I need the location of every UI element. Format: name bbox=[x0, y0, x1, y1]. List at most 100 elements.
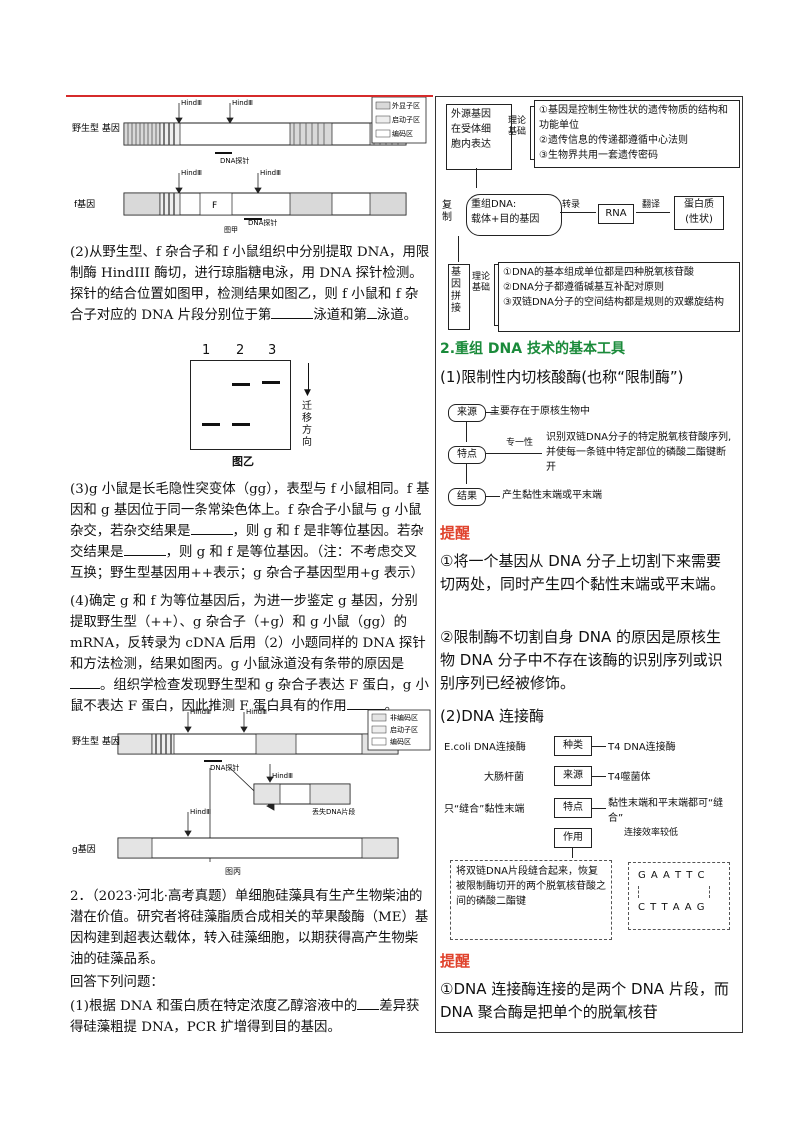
top-strand: G A A T T C bbox=[638, 870, 706, 881]
probe-label: DNA探针 bbox=[248, 218, 277, 227]
central-dogma-diagram: 外源基因 在受体细 胞内表达 理论 基础 ①基因是控制生物性状的遗传物质的结构和… bbox=[438, 96, 740, 336]
problem-2-head: 2．（2023·河北·高考真题）单细胞硅藻具有生产生物柴油的潜在价值。研究者将硅… bbox=[70, 889, 429, 967]
legend-item: 编码区 bbox=[390, 737, 411, 746]
probe-label: DNA探针 bbox=[210, 763, 239, 772]
connector bbox=[486, 412, 498, 413]
wild-gene-label: 野生型 基因 bbox=[72, 122, 120, 134]
question-3: (3)g 小鼠是长毛隐性突变体（gg），表型与 f 小鼠相同。f 基因和 g 基… bbox=[70, 482, 430, 581]
transcribe-label: 转录 bbox=[562, 200, 581, 210]
theory-label: 理论 基础 bbox=[508, 116, 527, 137]
rna-box: RNA bbox=[598, 204, 634, 224]
section-2-2: (2)DNA 连接酶 bbox=[440, 707, 545, 725]
probe-label: DNA探针 bbox=[220, 156, 249, 165]
tip-label: 提醒 bbox=[440, 524, 471, 542]
base-pairing bbox=[638, 886, 710, 898]
use-node: 作用 bbox=[554, 828, 592, 848]
tip-2: ①DNA 连接酶连接的是两个 DNA 片段，而 DNA 聚合酶是把单个的脱氧核苷 bbox=[440, 980, 729, 1021]
legend-item: 编码区 bbox=[392, 129, 413, 138]
section-2-1: (1)限制性内切核酸酶(也称“限制酶”) bbox=[440, 368, 684, 386]
f-box-label: F bbox=[212, 201, 217, 211]
ecoli-trait: 只“缝合”黏性末端 bbox=[444, 804, 525, 815]
t4-ligase: T4 DNA连接酶 bbox=[608, 742, 676, 753]
tip-1a: ①将一个基因从 DNA 分子上切割下来需要切两处，同时产生四个黏性末端或平末端。 bbox=[440, 552, 726, 593]
g-gene-label: g基因 bbox=[72, 843, 96, 855]
copy-label: 复 制 bbox=[442, 200, 452, 223]
lane-label: 2 bbox=[236, 343, 245, 358]
figure-a: HindⅢ HindⅢ DNA探针 野生型 基因 F f基因 HindⅢ Hin… bbox=[72, 97, 427, 234]
use-text: 将双链DNA片段缝合起来，恢复被限制酶切开的两个脱氧核苷酸之间的磷酸二酯键 bbox=[450, 860, 612, 940]
arrow-label: 迁 移 方 向 bbox=[302, 401, 312, 448]
connector bbox=[476, 168, 477, 188]
restriction-enzyme-diagram: 来源 主要存在于原核生物中 特点 专一性 识别双链DNA分子的特定脱氧核苷酸序列… bbox=[438, 398, 738, 518]
figure-a-caption: 图甲 bbox=[224, 226, 238, 234]
arrow bbox=[636, 212, 670, 213]
figure-a-legend: 外显子区 启动子区 编码区 bbox=[371, 97, 427, 144]
legend-item: 启动子区 bbox=[392, 115, 420, 124]
figure-c-legend: 非编码区 启动子区 编码区 bbox=[367, 709, 431, 751]
result-text: 产生黏性末端或平末端 bbox=[502, 490, 602, 501]
result-node: 结果 bbox=[448, 488, 486, 506]
band bbox=[202, 423, 220, 426]
ecoli-ligase: E.coli DNA连接酶 bbox=[444, 742, 526, 753]
lost-fragment-label: 丢失DNA片段 bbox=[312, 807, 355, 816]
source-node: 来源 bbox=[448, 404, 486, 422]
band bbox=[232, 383, 250, 386]
hind-label: HindⅢ bbox=[232, 99, 253, 107]
figure-b: 1 2 3 ▼ 迁 移 方 向 图乙 bbox=[188, 343, 338, 475]
source-text: 主要存在于原核生物中 bbox=[490, 406, 590, 417]
t4-trait: 黏性末端和平末端都可“缝合” bbox=[608, 798, 724, 824]
figure-c-caption: 图丙 bbox=[225, 867, 241, 876]
trait-node: 特点 bbox=[448, 446, 486, 464]
kind-node: 种类 bbox=[554, 736, 592, 756]
hind-label: HindⅢ bbox=[246, 708, 267, 716]
figure-b-caption: 图乙 bbox=[232, 455, 254, 468]
theory-item: ③生物界共用一套遗传密码 bbox=[539, 150, 658, 161]
lane-label: 3 bbox=[268, 343, 277, 358]
ligation-illustration bbox=[628, 862, 730, 930]
protein-box: 蛋白质 (性状) bbox=[674, 196, 724, 230]
legend-item: 启动子区 bbox=[390, 725, 418, 734]
tip-2-label: 提醒 bbox=[440, 952, 471, 970]
f-gene-label: f基因 bbox=[74, 198, 95, 210]
trait-text: 识别双链DNA分子的特定脱氧核苷酸序列,并使每一条链中特定部位的磷酸二酯键断开 bbox=[546, 432, 732, 473]
arrow bbox=[560, 212, 596, 213]
recombinant-dna-box: 重组DNA: 载体+目的基因 bbox=[466, 194, 562, 236]
connector bbox=[572, 848, 573, 858]
header-rule bbox=[66, 95, 433, 97]
connector bbox=[486, 453, 542, 454]
arrow bbox=[592, 776, 606, 777]
theory-item: ①DNA的基本组成单位都是四种脱氧核苷酸 bbox=[503, 267, 694, 278]
bracket bbox=[494, 264, 499, 326]
section-2-title: 2.重组 DNA 技术的基本工具 bbox=[440, 341, 625, 357]
band bbox=[262, 381, 280, 384]
hind-label: HindⅢ bbox=[272, 772, 293, 780]
theory-item: ③双链DNA分子的空间结构都是规则的双螺旋结构 bbox=[503, 297, 724, 308]
bracket bbox=[530, 106, 535, 160]
legend-item: 外显子区 bbox=[392, 101, 420, 110]
theory-list-2: ①DNA的基本组成单位都是四种脱氧核苷酸 ②DNA分子都遵循碱基互补配对原则 ③… bbox=[498, 262, 740, 332]
lane-label: 1 bbox=[202, 343, 211, 358]
trait-node: 特点 bbox=[554, 798, 592, 818]
f-gene-bar: F bbox=[123, 192, 407, 216]
theory-label: 理论 基础 bbox=[472, 272, 491, 293]
theory-item: ②DNA分子都遵循碱基互补配对原则 bbox=[503, 282, 664, 293]
question-2: (2)从野生型、f 杂合子和 f 小鼠组织中分别提取 DNA，用限制酶 Hind… bbox=[70, 245, 430, 323]
t4-source: T4噬菌体 bbox=[608, 772, 651, 783]
theory-item: ②遗传信息的传递都遵循中心法则 bbox=[539, 135, 688, 146]
knowledge-panel bbox=[435, 96, 743, 1033]
hind-label: HindⅢ bbox=[181, 99, 202, 107]
hind-label: HindⅢ bbox=[190, 808, 211, 816]
problem-2-q1: (1)根据 DNA 和蛋白质在特定浓度乙醇溶液中的差异获得硅藻粗提 DNA，PC… bbox=[70, 999, 420, 1035]
wild-gene-bar bbox=[123, 122, 407, 146]
ligase-diagram: E.coli DNA连接酶 种类 T4 DNA连接酶 大肠杆菌 来源 T4噬菌体… bbox=[438, 730, 738, 940]
hind-label: HindⅢ bbox=[181, 169, 202, 177]
band bbox=[232, 423, 250, 426]
arrow-head-icon: ▼ bbox=[304, 388, 311, 398]
theory-item: ①基因是控制生物性状的遗传物质的结构和功能单位 bbox=[539, 105, 728, 131]
arrow-shaft bbox=[308, 363, 309, 391]
foreign-gene-box: 外源基因 在受体细 胞内表达 bbox=[446, 104, 512, 170]
connector bbox=[486, 496, 500, 497]
gel bbox=[190, 360, 291, 450]
connector bbox=[466, 464, 467, 484]
question-4: (4)确定 g 和 f 为等位基因后，为进一步鉴定 g 基因，分别提取野生型（+… bbox=[70, 594, 429, 714]
